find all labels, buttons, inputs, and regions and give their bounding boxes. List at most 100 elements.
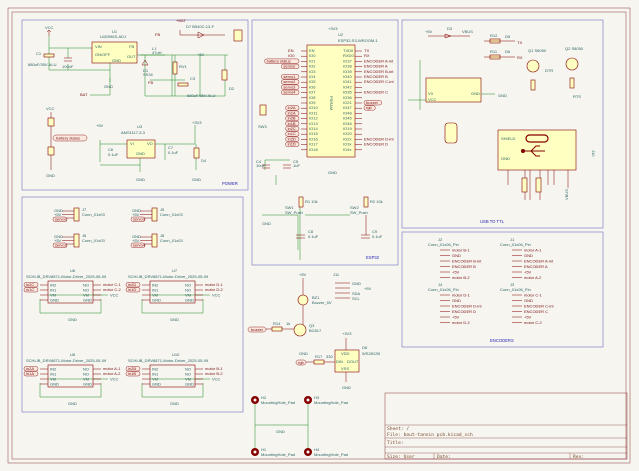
c3-ref: C3	[190, 76, 196, 81]
driver-pin: IN2	[50, 283, 57, 288]
esp32-pin-name: IO10	[309, 105, 318, 110]
q1-ref: Q1 S8050	[528, 48, 547, 53]
esp32-net-label	[285, 121, 300, 127]
driver-input-label-text: in2A	[26, 366, 34, 371]
driver-pin: VM	[83, 293, 89, 298]
u4-usb-serial-chip	[425, 77, 482, 103]
driver-gnd: GND	[68, 401, 77, 406]
esp32-net-label-text: ENCODER D	[364, 142, 388, 147]
driver-output-label: motor C-2	[103, 287, 122, 292]
esp32-pin-name: IO7	[309, 90, 316, 95]
u1-pin: VIN	[95, 44, 102, 49]
esp32-net-label	[281, 74, 300, 80]
connector-ref: J2	[438, 237, 443, 242]
crystal	[444, 122, 458, 144]
driver-input-label-text: in1C	[26, 287, 34, 292]
encoders-block-label: ENCODERS	[490, 338, 514, 343]
driver-input-label	[125, 366, 141, 372]
connector-net-label: motor A-2	[524, 275, 542, 280]
driver-pin: GND	[50, 382, 59, 387]
battery-connector	[233, 29, 243, 42]
servo-5v: +5V	[54, 238, 62, 243]
c6-value: 0.1uF	[108, 152, 119, 157]
buzzer-label	[247, 326, 267, 333]
sw3-button[interactable]	[259, 104, 267, 116]
misc-section: +5V BZ1 Buzzer_5V buzzer R14 1k Q3 BC817…	[247, 272, 380, 457]
fb-label-2: FB	[148, 80, 153, 85]
connector-net-label: ENCODER A-int	[524, 259, 554, 264]
esp32-net-label	[285, 115, 300, 121]
driver-output-label: motor C-1	[103, 282, 122, 287]
page-border	[7, 7, 631, 464]
esp32-pin-name: TXD0	[343, 48, 354, 53]
esp32-net-label-text: in2B	[288, 116, 296, 121]
driver-ref: U10	[172, 352, 180, 357]
c9-ref: C9	[372, 229, 378, 234]
esp32-net-label-text: ENCODER A-int	[364, 58, 394, 63]
driver-pin: IN1	[50, 288, 57, 293]
shield-pin: SHIELD	[501, 136, 516, 141]
driver-body	[149, 280, 196, 304]
date-field: Date:	[437, 454, 451, 460]
servo-value: Conn_01x03	[160, 212, 183, 217]
esp32-net-label	[285, 110, 300, 116]
esp32-net-label	[363, 105, 376, 111]
driver-input-label	[23, 371, 39, 377]
driver-input-label	[125, 282, 141, 288]
esp32-pin-name: IO1	[309, 58, 316, 63]
esp32-pin-name: IO20	[343, 131, 352, 136]
driver-input-label	[125, 287, 141, 293]
esp32-net-label-text: servo2	[283, 79, 296, 84]
esp32-pin-name: IO42	[343, 84, 352, 89]
driver-input-label-text: in2D	[128, 282, 136, 287]
esp32-pin-name: IO16	[309, 136, 318, 141]
bz1-value: Buzzer_5V	[312, 300, 332, 305]
esp32-pin-name: IO40	[343, 74, 352, 79]
driver-pin: IN1	[152, 372, 159, 377]
esp32-net-label	[281, 63, 300, 69]
driver-value: SCHLIB_DRV8871-Motor-Driver_2025-05-09	[128, 358, 209, 363]
esp32-net-label	[285, 136, 300, 142]
u3-pin: GND	[136, 151, 145, 156]
driver-ref: U8	[70, 352, 76, 357]
r17-value: 330	[326, 354, 333, 359]
esp32-pin-name: IO2x	[343, 136, 351, 141]
j11-pin: SCL	[352, 296, 361, 301]
driver-pin: NO	[185, 283, 191, 288]
gnd-symbol: GND	[104, 84, 113, 89]
driver-input-label	[23, 287, 39, 293]
servo-header	[73, 233, 80, 248]
r12-ref: R12	[490, 33, 498, 38]
esp32-pin-name: IO3x	[343, 142, 351, 147]
cc-resistor	[535, 177, 542, 193]
buzzer-label-text: buzzer	[251, 327, 264, 332]
esp32-net-label-text: battery status	[267, 58, 291, 63]
driver-vcc: VCC	[110, 377, 119, 382]
connector-net-label: motor B-2	[452, 275, 470, 280]
esp32-net-label-text: ENCODER B-int	[364, 69, 394, 74]
connector-ref: J1	[510, 237, 515, 242]
driver-input-label-text: in1B	[128, 371, 136, 376]
esp32-pin-name: IO45	[343, 116, 352, 121]
gnd-symbol: GND	[46, 173, 55, 178]
motors-frame	[21, 196, 244, 413]
u4-pin: GND	[471, 91, 480, 96]
u2-ref: U2	[338, 32, 344, 37]
esp32-net-label	[264, 58, 300, 64]
esp32-pin-name: IO9	[309, 100, 316, 105]
driver-body	[47, 280, 94, 304]
driver-pin: IN1	[50, 372, 57, 377]
servo-value: Conn_01x03	[82, 212, 105, 217]
driver-pin: IN2	[152, 367, 159, 372]
gnd-pin: GND	[501, 156, 510, 161]
d4-ref: D4	[201, 158, 207, 163]
title-field: Title:	[387, 440, 404, 446]
d4-led	[193, 147, 200, 159]
servo-label	[52, 242, 68, 248]
driver-gnd: GND	[68, 317, 77, 322]
u2-esp32-module	[306, 44, 356, 158]
esp32-net-label	[281, 89, 300, 95]
